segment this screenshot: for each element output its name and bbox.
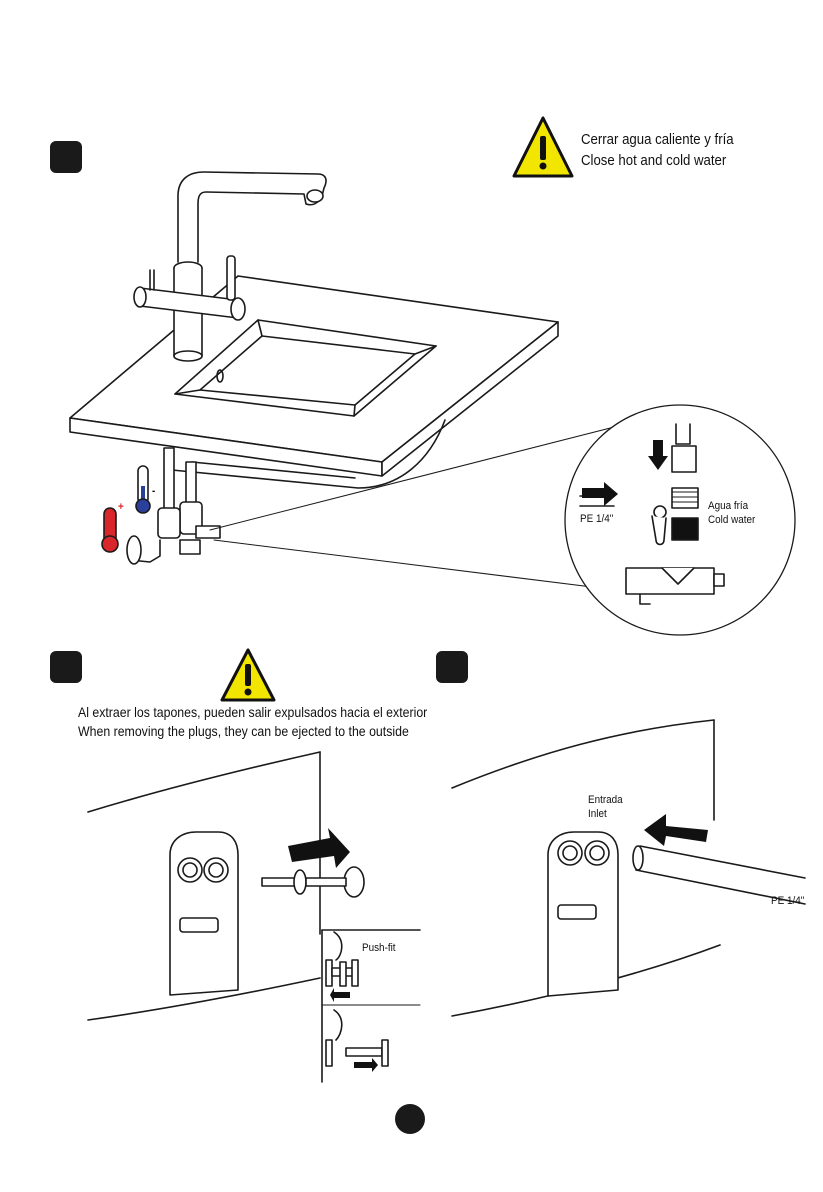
step2-warning-en: When removing the plugs, they can be eje… bbox=[78, 721, 409, 741]
inlet-en-label: Inlet bbox=[588, 807, 607, 821]
detail-pe-label: PE 1/4" bbox=[580, 512, 613, 526]
pushfit-label: Push-fit bbox=[362, 941, 396, 955]
warning-triangle-icon bbox=[222, 650, 274, 700]
pe-tube-label: PE 1/4" bbox=[771, 894, 804, 908]
warning-triangle-icon bbox=[514, 118, 572, 176]
hot-symbol: + bbox=[118, 500, 124, 514]
detail-cold-en: Cold water bbox=[708, 513, 755, 527]
hot-thermometer-icon bbox=[102, 508, 118, 552]
inlet-es-label: Entrada bbox=[588, 793, 623, 807]
filter-housing-step3 bbox=[452, 720, 805, 1016]
step2-warning-es: Al extraer los tapones, pueden salir exp… bbox=[78, 702, 427, 722]
page-number-badge bbox=[395, 1104, 425, 1134]
cold-thermometer-icon bbox=[136, 466, 150, 513]
warning-text-es: Cerrar agua caliente y fría bbox=[581, 130, 734, 150]
cold-symbol: - bbox=[152, 484, 155, 498]
warning-text-en: Close hot and cold water bbox=[581, 151, 726, 171]
detail-cold-es: Agua fría bbox=[708, 499, 748, 513]
countertop bbox=[70, 276, 558, 488]
